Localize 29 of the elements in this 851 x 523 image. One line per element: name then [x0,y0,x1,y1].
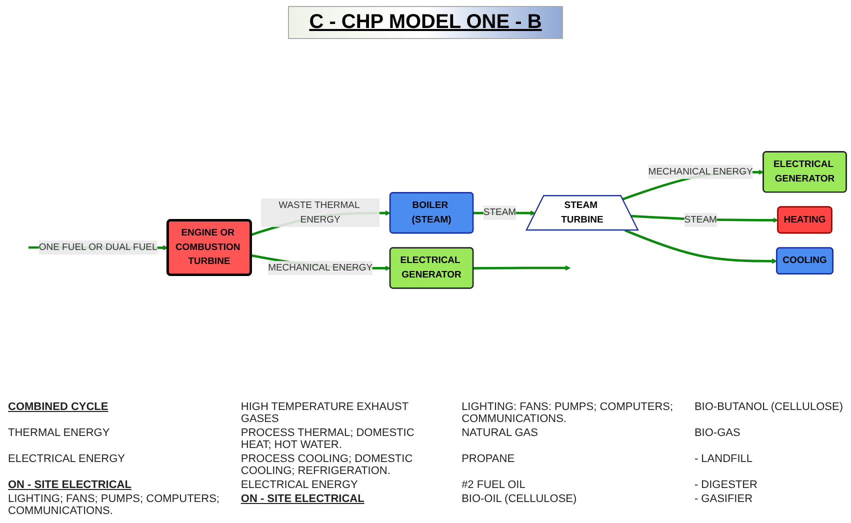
title: C - CHP MODEL ONE - B [288,6,563,39]
note-text: PROPANE [462,453,516,467]
edge-label: WASTE THERMAL ENERGY [278,200,360,225]
edge-label: MECHANICAL ENERGY [648,166,753,177]
edge-label: STEAM [483,208,516,218]
note-text: NATURAL GAS [462,427,539,441]
note-text: LIGHTING: FANS: PUMPS; COMPUTERS; COMMUNICATIONS. [462,401,674,425]
edge-label: MECHANICAL ENERGY [268,262,373,273]
section-heading: COMBINED CYCLE [8,401,110,415]
note-text: THERMAL ENERGY [8,427,111,441]
note-text: BIO-OIL (CELLULOSE) [462,493,578,507]
note-text: BIO-GAS [694,427,742,441]
section-heading: ON - SITE ELECTRICAL [240,493,366,507]
note-text: - GASIFIER [694,493,754,507]
note-text: BIO-BUTANOL (CELLULOSE) [694,401,843,415]
note-text: ELECTRICAL ENERGY [240,479,359,491]
note-text: PROCESS COOLING; DOMESTIC COOLING; REFRIGERATION. [240,453,414,477]
note-text: PROCESS THERMAL; DOMESTIC HEAT; HOT WATER. [240,427,416,451]
edge-label: STEAM [684,214,717,225]
note-text: ELECTRICAL ENERGY [8,453,126,467]
arrow [473,265,571,271]
note-text: #2 FUEL OIL [462,479,526,491]
note-text: - DIGESTER [694,479,758,491]
arrow [624,229,778,264]
note-text: - LANDFILL [694,453,754,467]
section-heading: ON - SITE ELECTRICAL [8,479,132,491]
edge-label: ONE FUEL OR DUAL FUEL [38,242,158,252]
note-text: HIGH TEMPERATURE EXHAUST GASES [240,401,410,425]
note-text: LIGHTING; FANS; PUMPS; COMPUTERS; COMMUNICATIONS. [8,493,220,517]
